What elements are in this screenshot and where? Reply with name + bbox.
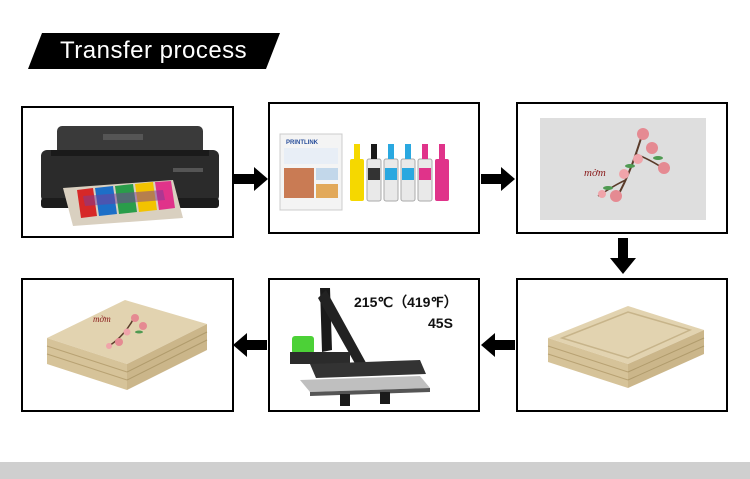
bottom-strip xyxy=(0,462,750,479)
arrow-right-icon xyxy=(481,167,515,191)
title-banner: Transfer process xyxy=(28,33,280,69)
step-heat-press: 215℃（419℉） 45S xyxy=(268,278,480,412)
design-text: mờm xyxy=(584,167,606,179)
step-blank-coasters xyxy=(516,278,728,412)
step-finished-coasters: mờm xyxy=(21,278,234,412)
ink-and-paper-icon: PRINTLINK xyxy=(279,133,449,211)
temperature-label: 215℃（419℉） xyxy=(354,294,458,310)
blank-coaster-set-icon xyxy=(547,306,705,388)
printer-icon xyxy=(41,126,219,226)
heat-press-icon: 215℃（419℉） 45S xyxy=(290,288,458,406)
step-ink-paper: PRINTLINK xyxy=(268,102,480,234)
step-print xyxy=(21,106,234,238)
ink-bottles xyxy=(350,144,449,202)
arrow-left-icon xyxy=(233,333,267,357)
page-title: Transfer process xyxy=(60,37,248,64)
banner-shape xyxy=(28,33,280,69)
step-printed-design: mờm xyxy=(516,102,728,234)
finished-coaster-set-icon: mờm xyxy=(46,300,208,390)
arrow-down-icon xyxy=(610,238,636,274)
time-label: 45S xyxy=(428,315,453,331)
arrow-right-icon xyxy=(234,167,268,191)
paper-brand: PRINTLINK xyxy=(286,140,319,146)
arrow-left-icon xyxy=(481,333,515,357)
printed-design-icon: mờm xyxy=(540,118,706,220)
design-text: mờm xyxy=(93,314,111,324)
